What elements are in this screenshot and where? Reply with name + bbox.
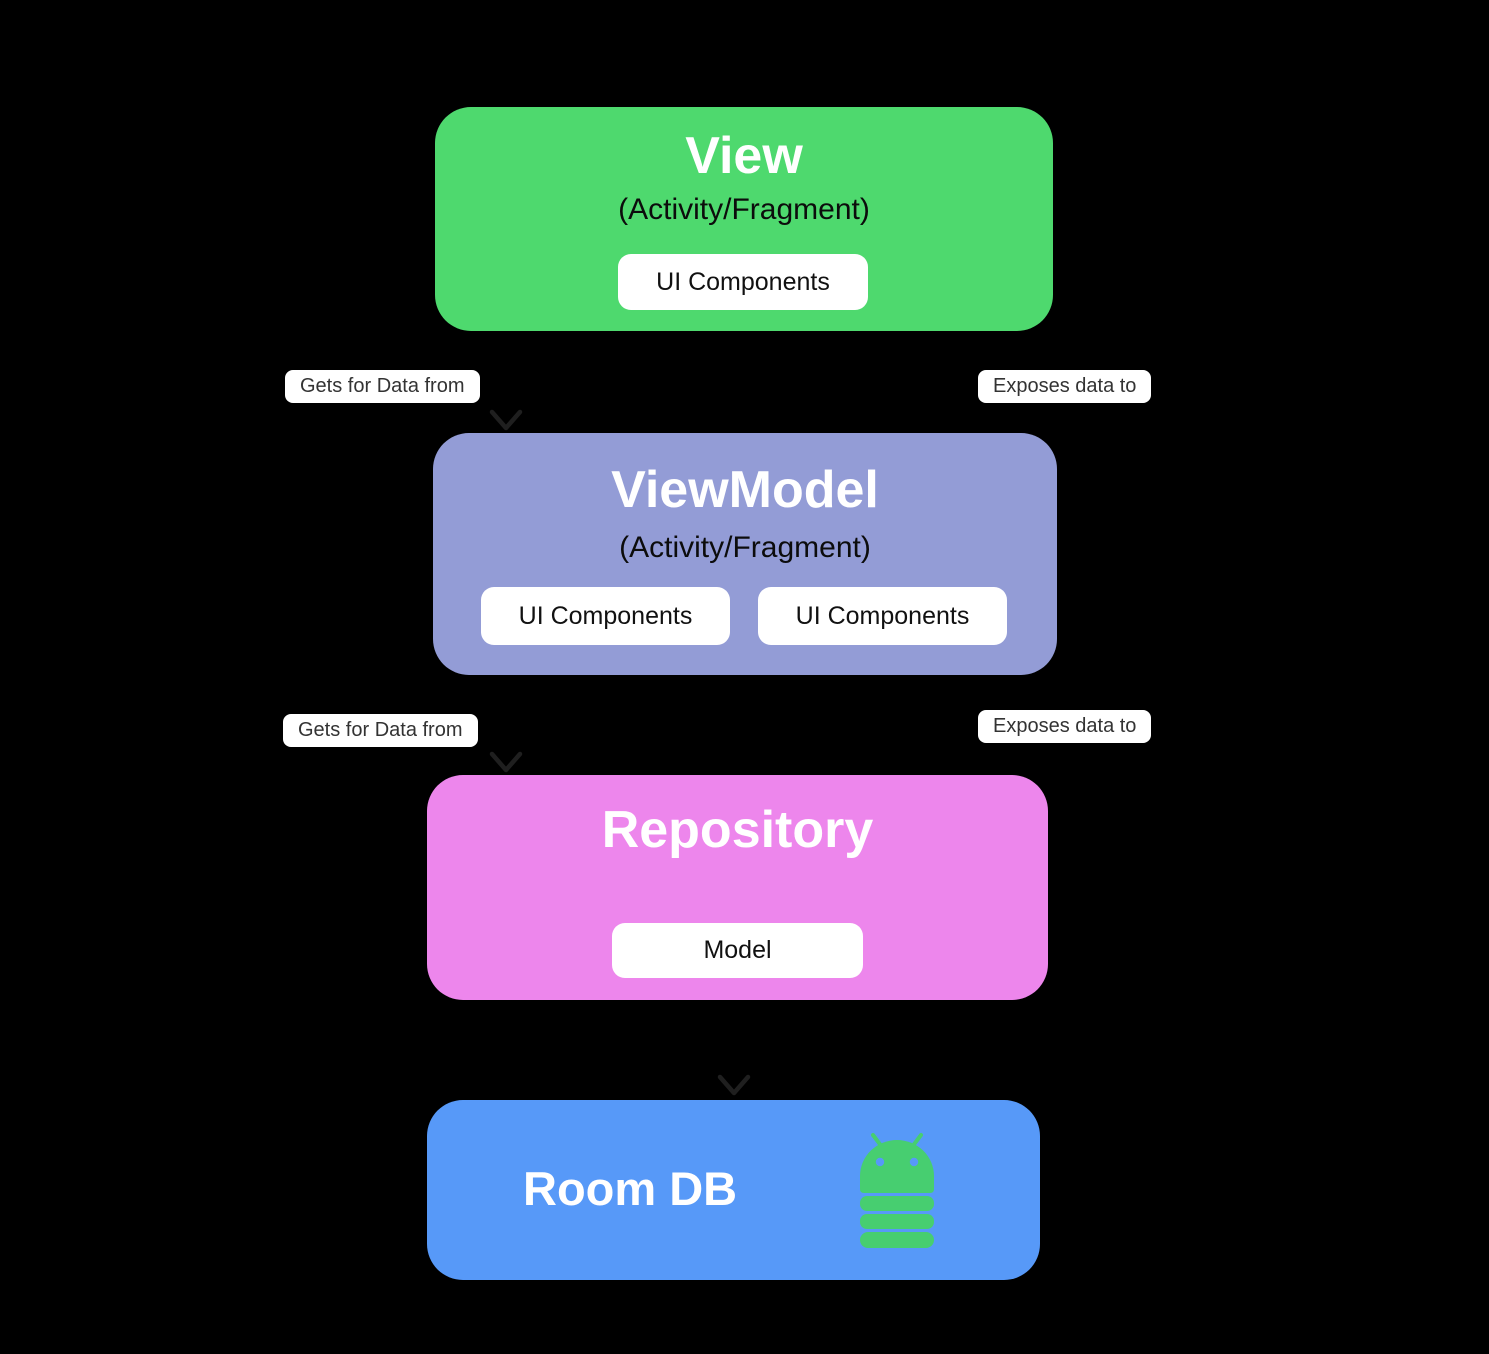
roomdb-node: Room DB [427,1100,1040,1280]
edge-label-exposes-data-2: Exposes data to [978,710,1152,743]
viewmodel-node-subtitle: (Activity/Fragment) [619,531,871,564]
viewmodel-ui-components-chip-1: UI Components [481,587,730,645]
android-database-icon [860,1133,934,1248]
viewmodel-node-title: ViewModel [611,461,879,519]
edge-label-gets-data-2: Gets for Data from [283,714,478,747]
roomdb-node-title: Room DB [523,1162,738,1215]
viewmodel-node: ViewModel (Activity/Fragment) UI Compone… [433,433,1057,675]
arrow-down-icon [489,409,523,431]
repository-node-title: Repository [601,801,874,859]
view-node-title: View [685,127,803,185]
arrow-down-icon [717,1074,751,1096]
edge-label-gets-data-1: Gets for Data from [285,370,480,403]
view-ui-components-chip: UI Components [618,254,868,310]
repository-node: Repository Model [427,775,1048,1000]
repository-model-chip: Model [612,923,863,978]
viewmodel-ui-components-chip-2: UI Components [758,587,1007,645]
view-node: View (Activity/Fragment) UI Components [435,107,1053,331]
edge-label-exposes-data-1: Exposes data to [978,370,1152,403]
arrow-down-icon [489,751,523,773]
view-node-subtitle: (Activity/Fragment) [618,193,870,226]
